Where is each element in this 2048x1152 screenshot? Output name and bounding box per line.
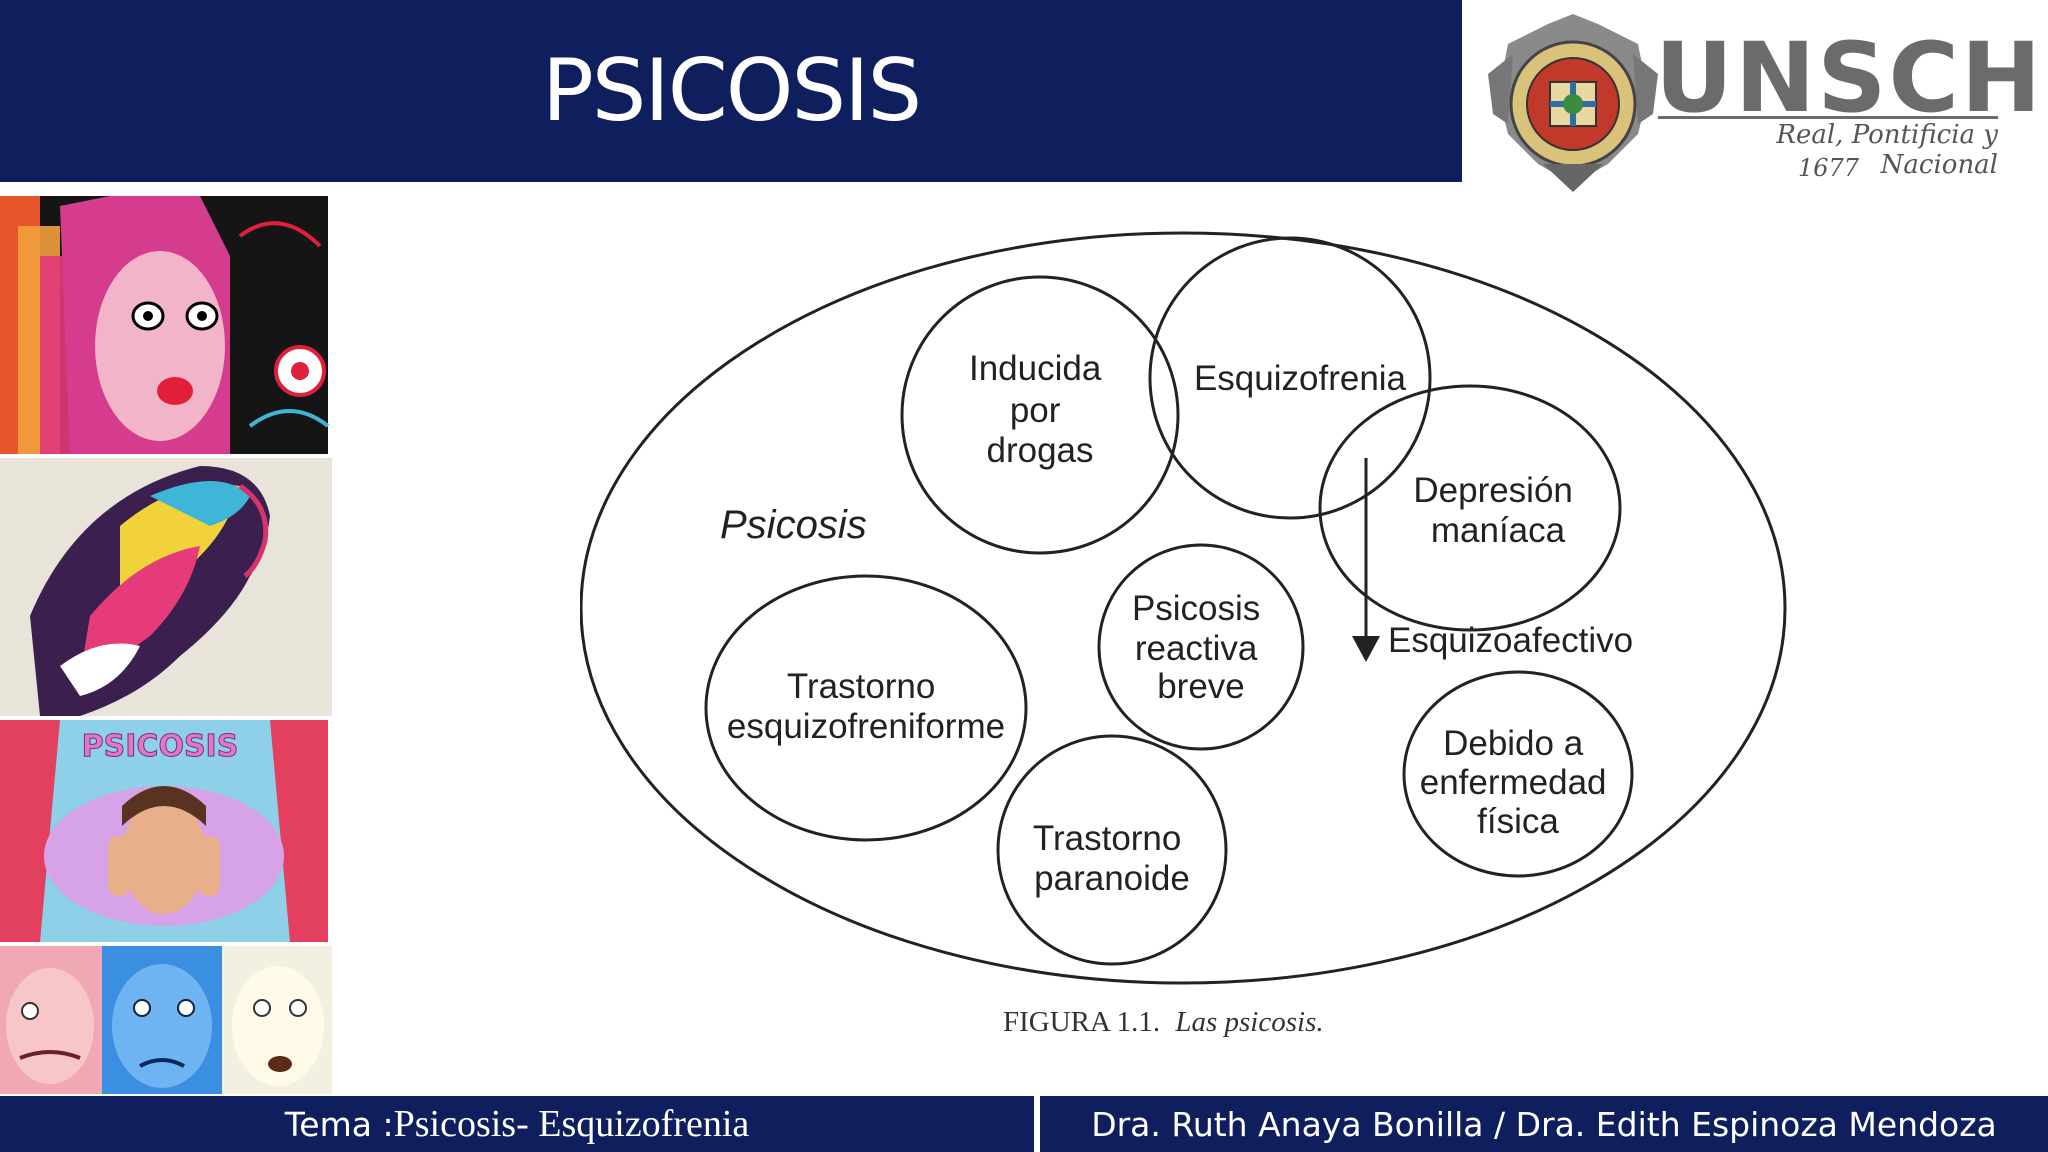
outer-ellipse xyxy=(580,231,1787,985)
footer-topic: Tema : Psicosis- Esquizofrenia xyxy=(0,1096,1034,1152)
circle-esquizofrenia xyxy=(1148,236,1432,520)
figure-caption: FIGURA 1.1. Las psicosis. xyxy=(1003,1006,1324,1038)
label-esquizoafectivo: Esquizoafectivo xyxy=(1388,621,1633,660)
label-inducida-por-drogas: Inducida por drogas xyxy=(969,349,1111,470)
illustration-panel-3-caption: PSICOSIS xyxy=(82,729,239,764)
header-bar: PSICOSIS xyxy=(0,0,1462,182)
circle-depresion-maniaca xyxy=(1318,384,1622,632)
circle-trastorno-esquizofreniforme xyxy=(704,574,1028,842)
label-psicosis-reactiva-breve: Psicosis reactiva breve xyxy=(1132,589,1270,706)
footer-authors: Dra. Ruth Anaya Bonilla / Dra. Edith Esp… xyxy=(1040,1096,2048,1152)
circle-inducida-por-drogas xyxy=(900,275,1180,555)
page-title: PSICOSIS xyxy=(541,41,922,141)
outer-label: Psicosis xyxy=(720,503,867,547)
university-logo: UNSCH Real, Pontificia y Nacional 1677 xyxy=(1488,14,2041,194)
label-esquizofrenia: Esquizofrenia xyxy=(1194,359,1407,398)
logo-year: 1677 xyxy=(1798,154,1860,182)
illustration-collage: PSICOSIS xyxy=(0,196,332,1094)
illustration-panel-2 xyxy=(0,458,332,716)
label-debido-enfermedad-fisica: Debido a enfermedad física xyxy=(1420,724,1617,841)
footer-topic-label: Tema : xyxy=(284,1104,394,1144)
illustration-panel-1 xyxy=(0,196,330,454)
logo-divider xyxy=(1658,116,1998,119)
label-depresion-maniaca: Depresión maníaca xyxy=(1413,471,1582,550)
circle-trastorno-paranoide xyxy=(996,734,1228,966)
university-seal-icon xyxy=(1488,14,1658,192)
label-trastorno-esquizofreniforme: Trastorno esquizofreniforme xyxy=(727,667,1005,746)
label-trastorno-paranoide: Trastorno paranoide xyxy=(1033,819,1191,898)
footer-topic-value: Psicosis- Esquizofrenia xyxy=(393,1103,750,1145)
illustration-panel-4 xyxy=(0,946,332,1094)
logo-name: UNSCH xyxy=(1655,22,2044,134)
figure-caption-prefix: FIGURA 1.1. xyxy=(1003,1006,1160,1038)
circle-psicosis-reactiva-breve xyxy=(1097,543,1305,751)
psicosis-venn-diagram: Psicosis Inducida por drogas Esquizofren… xyxy=(580,231,1787,1038)
illustration-panel-3: PSICOSIS xyxy=(0,720,328,942)
figure-caption-title: Las psicosis. xyxy=(1174,1006,1323,1038)
circle-debido-enfermedad-fisica xyxy=(1402,670,1634,878)
logo-subtitle: Real, Pontificia y Nacional xyxy=(1776,120,1998,180)
arrow-head xyxy=(1352,636,1380,662)
